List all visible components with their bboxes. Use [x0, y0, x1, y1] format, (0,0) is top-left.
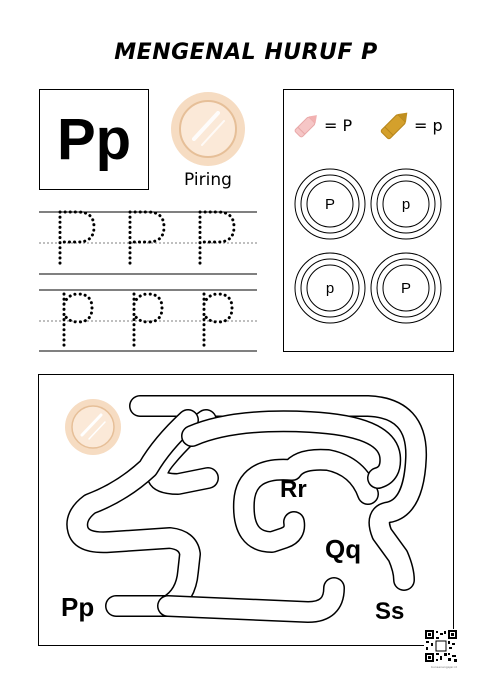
plate-letter: P: [324, 195, 335, 213]
big-letter-card: Pp: [39, 89, 149, 190]
pink-crayon-icon: [290, 108, 324, 142]
page-title: MENGENAL HURUF P: [114, 40, 378, 65]
color-plate-4[interactable]: P: [370, 252, 442, 324]
legend-uppercase-text: = P: [324, 116, 353, 135]
trace-uppercase-p-1[interactable]: [54, 210, 100, 272]
maze-label-rr: Rr: [280, 476, 307, 503]
picture-label: Piring: [184, 170, 232, 190]
plate-letter: p: [325, 279, 335, 297]
plate-letter: P: [400, 279, 411, 297]
color-plates-panel: [283, 89, 454, 352]
maze-goal-plate-icon: [64, 398, 122, 456]
maze-panel: [38, 374, 454, 646]
plate-icon: [170, 91, 246, 167]
trace-uppercase-p-2[interactable]: [124, 210, 170, 272]
plate-letter: p: [401, 195, 411, 213]
legend-lowercase-text: = p: [414, 116, 443, 135]
maze-path[interactable]: [38, 374, 454, 646]
maze-label-ss: Ss: [375, 598, 405, 625]
trace-lowercase-p-1[interactable]: [58, 290, 98, 350]
color-plate-2[interactable]: p: [370, 168, 442, 240]
maze-label-qq: Qq: [325, 534, 362, 564]
gold-crayon-icon: [376, 104, 416, 144]
footer-credit: bunsenengajar.id: [431, 665, 457, 669]
trace-lowercase-p-3[interactable]: [198, 290, 238, 350]
maze-start-label-pp: Pp: [61, 592, 95, 622]
color-plate-3[interactable]: p: [294, 252, 366, 324]
trace-lowercase-p-2[interactable]: [128, 290, 168, 350]
color-plate-1[interactable]: P: [294, 168, 366, 240]
qr-code-icon: [424, 629, 458, 663]
trace-uppercase-p-3[interactable]: [194, 210, 240, 272]
